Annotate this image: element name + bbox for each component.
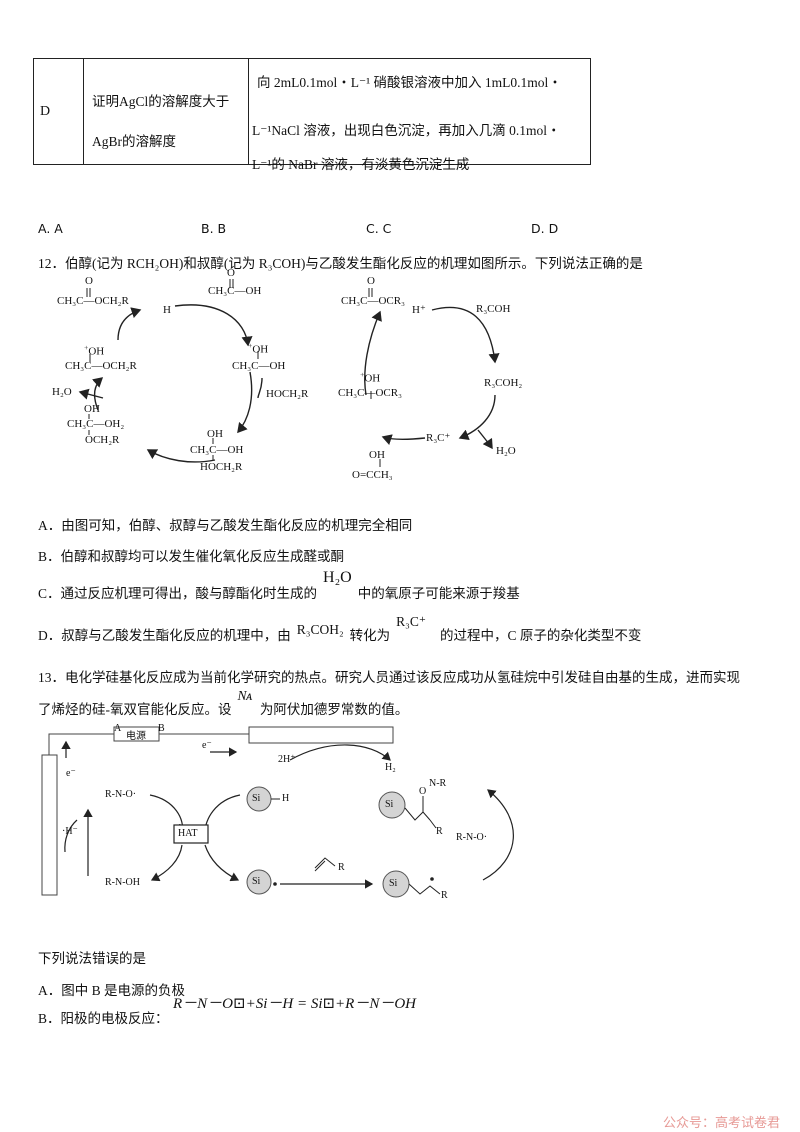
oh-plus-1: +OH [248, 341, 269, 356]
nitroxyl-radical: R-N-O· [105, 789, 137, 800]
terminal-b: B [158, 723, 165, 734]
protonated-ester-right: CH₃C—OCR₃ [338, 387, 402, 399]
primary-alcohol: HOCH₂R [266, 388, 309, 400]
q12-stem: 12．伯醇(记为 RCH₂OH)和叔醇(记为 R₃COH)与乙酸发生酯化反应的机… [38, 256, 643, 271]
choice-a[interactable]: A. A [38, 221, 63, 236]
terminal-a: A [114, 723, 122, 734]
hydroxylamine: R-N-OH [105, 877, 140, 888]
hydride: ·H⁻ [62, 826, 78, 837]
proton-left: H [163, 304, 171, 316]
adduct-top-oh: OH [207, 428, 223, 440]
tetra-mid: CH₃C—OH₂ [67, 418, 125, 430]
q13-option-b-label[interactable]: B．阳极的电极反应： [38, 1011, 169, 1026]
tetra-top: OH [84, 403, 100, 415]
exp-line-2: L⁻¹NaCl 溶液，出现白色沉淀，再加入几滴 0.1mol・ [252, 123, 561, 138]
ester-primary: CH₃C—OCH₂R [57, 295, 129, 307]
choice-d[interactable]: D. D [531, 221, 559, 236]
c-formula: H₂O [323, 569, 352, 586]
electron-top: e⁻ [202, 740, 212, 751]
si-radical: Si [252, 876, 261, 887]
q13-prompt: 下列说法错误的是 [38, 951, 146, 966]
experiment-cell: 向 2mL0.1mol・L⁻¹ 硝酸银溶液中加入 1mL0.1mol・ L⁻¹N… [248, 58, 591, 172]
carbonyl-o-1: O [85, 275, 93, 287]
q13-option-b-equation: R－N－O⊡+Si－H = Si⊡+R－N－OH [173, 996, 417, 1012]
si-product: Si [385, 799, 394, 810]
goal-line-1: 证明AgCl的溶解度大于 [92, 93, 230, 109]
protonated-acid: CH₃C—OH [232, 360, 286, 372]
water-left: H₂O [52, 386, 72, 398]
r-alkene: R [338, 862, 345, 873]
q13-stem-1: 13．电化学硅基化反应成为当前化学研究的热点。研究人员通过该反应成功从氢硅烷中引… [38, 670, 740, 685]
proton-right: H⁺ [412, 304, 426, 316]
protonated-ester: CH₃C—OCH₂R [65, 360, 137, 372]
hydrogen-gas: H₂ [385, 762, 396, 773]
option-table: D 证明AgCl的溶解度大于 AgBr的溶解度 向 2mL0.1mol・L⁻¹ … [33, 58, 591, 172]
nitroxyl-right: R-N-O· [456, 832, 488, 843]
ester-tertiary: CH₃C—OCR₃ [341, 295, 405, 307]
si-intermediate: Si [389, 878, 398, 889]
d-formula-1: R₃COH₂ [296, 622, 344, 637]
water-right: H₂O [496, 445, 516, 457]
q12-option-a[interactable]: A．由图可知，伯醇、叔醇与乙酸发生酯化反应的机理完全相同 [38, 518, 413, 533]
na-symbol: Nᴀ [237, 688, 252, 703]
power-source: 电源 [126, 731, 146, 742]
oxygen-label: O [419, 786, 427, 797]
watermark: 公众号：高考试卷君 [663, 1116, 781, 1131]
acetic-acid: CH₃C—OH [208, 285, 262, 297]
si-h-label: H [282, 793, 290, 804]
acid-oh: OH [369, 449, 385, 461]
electron-left: e⁻ [66, 768, 76, 779]
tertiary-alcohol: R₃COH [476, 303, 511, 315]
carbonyl-o-2: O [227, 267, 235, 279]
exp-line-1: 向 2mL0.1mol・L⁻¹ 硝酸银溶液中加入 1mL0.1mol・ [257, 75, 562, 90]
oh-plus-2: +OH [84, 343, 105, 358]
goal-line-2: AgBr的溶解度 [92, 133, 176, 149]
adduct-sub: HOCH₂R [200, 461, 243, 473]
d-formula-2: R₃C⁺ [396, 614, 427, 629]
two-protons: 2H⁺ [278, 754, 296, 765]
protonated-tertiary: R₃COH₂ [484, 377, 523, 389]
choice-c[interactable]: C. C [366, 221, 392, 236]
n-r-label: N-R [429, 778, 447, 789]
choice-b[interactable]: B. B [201, 221, 227, 236]
row-label: D [33, 58, 84, 165]
q12-option-b[interactable]: B．伯醇和叔醇均可以发生催化氧化反应生成醛或酮 [38, 549, 345, 564]
adduct: CH₃C—OH [190, 444, 244, 456]
q12-option-c[interactable]: C．通过反应机理可得出，酸与醇酯化时生成的H₂O中的氧原子可能来源于羧基 [38, 569, 520, 601]
tetra-bot: OCH₂R [85, 434, 120, 446]
r-product: R [436, 826, 443, 837]
oh-plus-right: +OH [360, 370, 381, 385]
q13-stem-2: 了烯烃的硅-氧双官能化反应。设Nᴀ为阿伏加德罗常数的值。 [38, 688, 409, 717]
exp-line-3: L⁻¹的 NaBr 溶液，有淡黄色沉淀生成 [252, 157, 470, 172]
r-intermediate: R [441, 890, 448, 901]
q13-option-a[interactable]: A．图中 B 是电源的负极 [38, 983, 186, 998]
si-hydride: Si [252, 793, 261, 804]
carbonyl-o-3: O [367, 275, 375, 287]
carbocation: R₃C⁺ [426, 432, 451, 444]
hat-box: HAT [178, 828, 198, 839]
acid-body: O=CCH₃ [352, 469, 393, 481]
